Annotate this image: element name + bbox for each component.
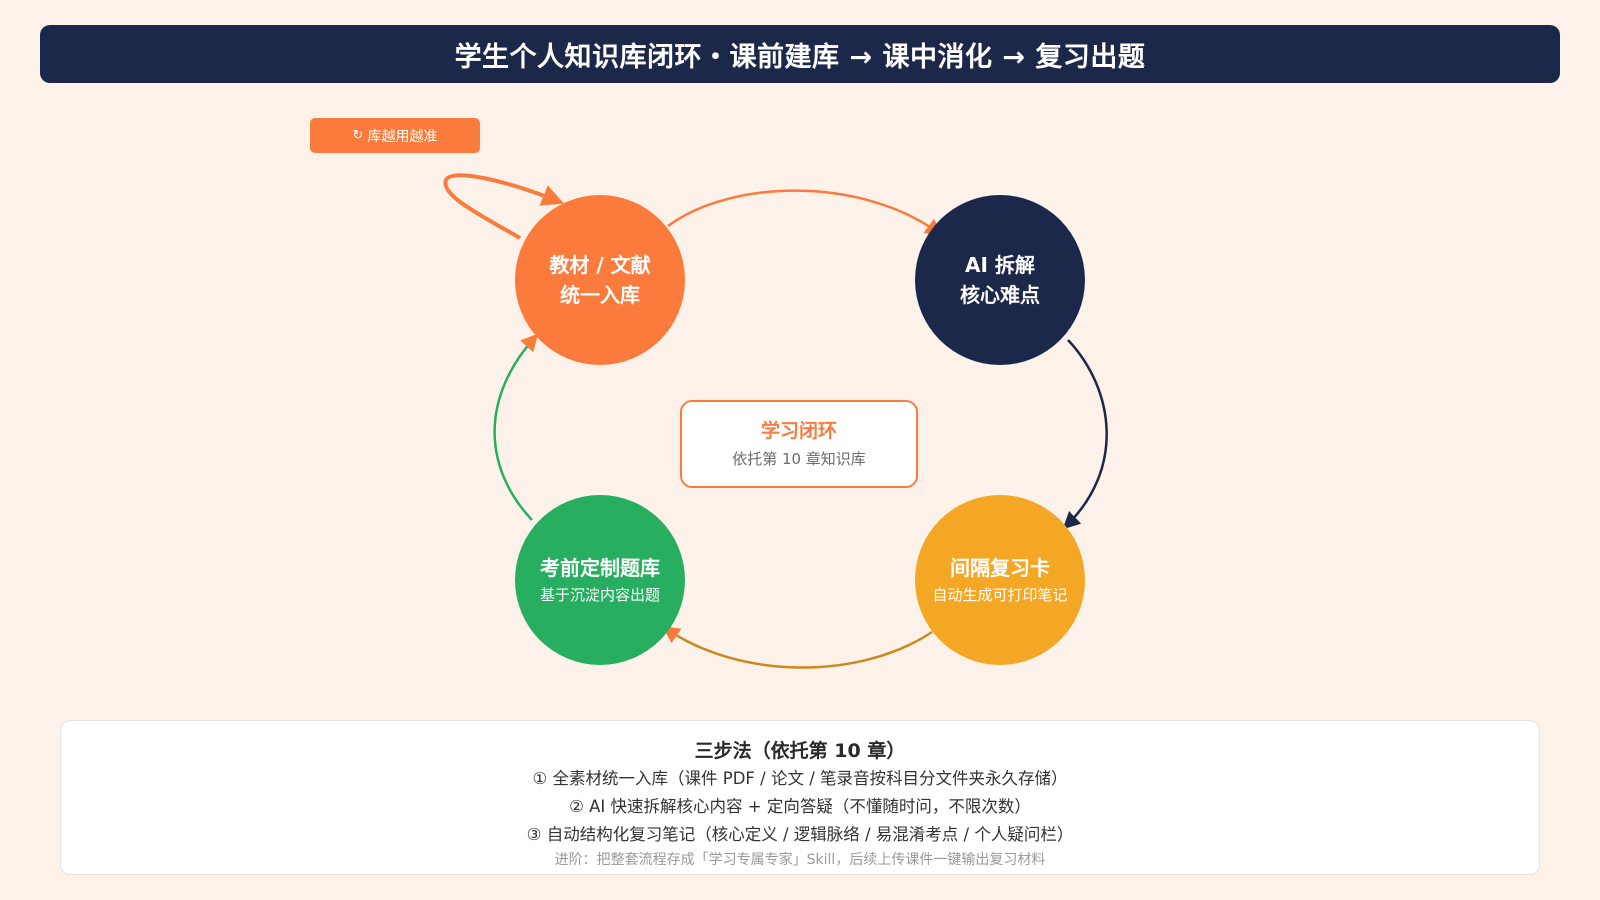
node-textbook-import: 教材 / 文献 统一入库 [515,195,685,365]
node-exam-line2: 基于沉淀内容出题 [539,586,660,604]
node-spaced-line2: 自动生成可打印笔记 [932,586,1068,604]
learning-loop-center: 学习闭环 依托第 10 章知识库 [680,400,918,488]
arrow-textbook-to-ai [667,189,943,237]
arrow-ai-to-spaced [1062,339,1108,530]
panel-step-3: ③ 自动结构化复习笔记（核心定义 / 逻辑脉络 / 易混淆考点 / 个人疑问栏） [526,825,1074,844]
node-ai-analysis: AI 拆解 核心难点 [915,195,1085,365]
node-ai-line1: AI 拆解 [965,253,1035,277]
refresh-loop-icon: ↻ [352,128,364,143]
panel-advanced-note: 进阶：把整套流程存成「学习专属专家」Skill，后续上传课件一键输出复习材料 [554,852,1046,868]
panel-title: 三步法（依托第 10 章） [694,740,906,762]
node-exam-line1: 考前定制题库 [540,556,660,580]
center-title: 学习闭环 [760,420,837,442]
cycle-arrows [443,173,1108,669]
badge-label: 库越用越准 [367,128,438,145]
library-accuracy-badge: ↻ 库越用越准 [310,118,480,153]
panel-step-1: ① 全素材统一入库（课件 PDF / 论文 / 笔录音按科目分文件夹永久存储） [532,769,1068,788]
node-exam-bank: 考前定制题库 基于沉淀内容出题 [515,495,685,665]
panel-step-2: ② AI 快速拆解核心内容 + 定向答疑（不懂随时问，不限次数） [569,797,1031,816]
node-ai-line2: 核心难点 [960,283,1040,307]
self-loop-arrow [443,173,565,240]
header-bar: 学生个人知识库闭环・课前建库 → 课中消化 → 复习出题 [40,25,1560,83]
arrow-spaced-to-exam [662,626,933,669]
node-textbook-line2: 统一入库 [560,283,640,307]
node-textbook-line1: 教材 / 文献 [549,253,651,277]
page-title: 学生个人知识库闭环・课前建库 → 课中消化 → 复习出题 [454,41,1146,73]
node-spaced-line1: 间隔复习卡 [950,556,1050,580]
center-subtitle: 依托第 10 章知识库 [732,450,866,468]
node-spaced-review: 间隔复习卡 自动生成可打印笔记 [915,495,1085,665]
arrow-exam-to-textbook [493,333,539,521]
three-steps-panel: 三步法（依托第 10 章） ① 全素材统一入库（课件 PDF / 论文 / 笔录… [60,720,1540,875]
